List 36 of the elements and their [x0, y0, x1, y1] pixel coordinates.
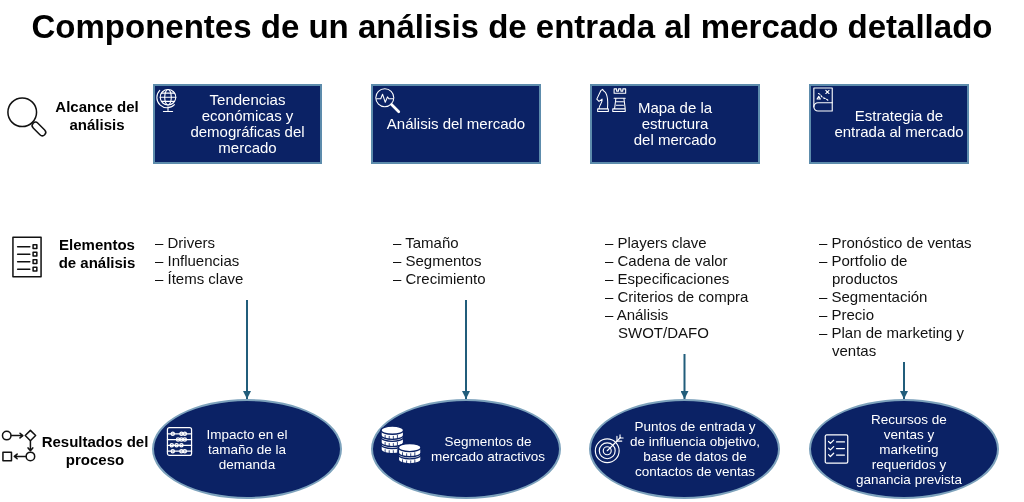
topic-title: Tendencias económicas y demográficas del mercado	[189, 92, 306, 156]
list-item: – Pronóstico de ventas	[819, 234, 972, 252]
list-item: – Tamaño	[393, 234, 460, 252]
list-item: – Segmentación	[819, 288, 928, 306]
topic-title: Mapa de la estructura del mercado	[632, 100, 718, 148]
list-item: – Segmentos	[393, 252, 482, 270]
list-item: – Players clave	[605, 234, 707, 252]
row-header: Elementos de análisis	[57, 236, 137, 272]
list-item: – Análisis SWOT/DAFO	[605, 306, 710, 342]
list-item: – Crecimiento	[393, 270, 487, 288]
topic-box	[809, 84, 969, 164]
arrow	[462, 299, 470, 400]
topic-title: Análisis del mercado	[386, 116, 526, 132]
arrow	[900, 361, 908, 400]
row-header: Alcance del análisis	[54, 98, 140, 134]
topic-box	[371, 84, 541, 164]
list-item: – Influencias	[155, 252, 240, 270]
arrow	[680, 353, 689, 400]
result-text: Recursos de ventas y marketing requeridos y ganancia prevista	[855, 411, 963, 487]
result-text: Puntos de entrada y de influencia objetivo, base de datos de contactos de ventas	[629, 419, 761, 479]
result-text: Impacto en el tamaño de la demanda	[205, 426, 289, 472]
list-item: – Portfolio de productos	[819, 252, 909, 288]
topic-title: Estrategia de entrada al mercado	[833, 108, 965, 140]
list-item: – Plan de marketing y ventas	[819, 324, 966, 360]
row-header: Resultados del proceso	[40, 433, 150, 469]
result-text: Segmentos de mercado atractivos	[429, 434, 546, 464]
arrow	[243, 299, 251, 400]
topic-box	[590, 84, 760, 164]
list-item: – Drivers	[155, 234, 216, 252]
list-item: – Cadena de valor	[605, 252, 728, 270]
list-item: – Especificaciones	[605, 270, 730, 288]
page-title: Componentes de un análisis de entrada al mercado detallado	[31, 8, 993, 46]
topic-box	[153, 84, 322, 164]
list-item: – Criterios de compra	[605, 288, 749, 306]
list-item: – Ítems clave	[155, 270, 244, 288]
list-item: – Precio	[819, 306, 875, 324]
